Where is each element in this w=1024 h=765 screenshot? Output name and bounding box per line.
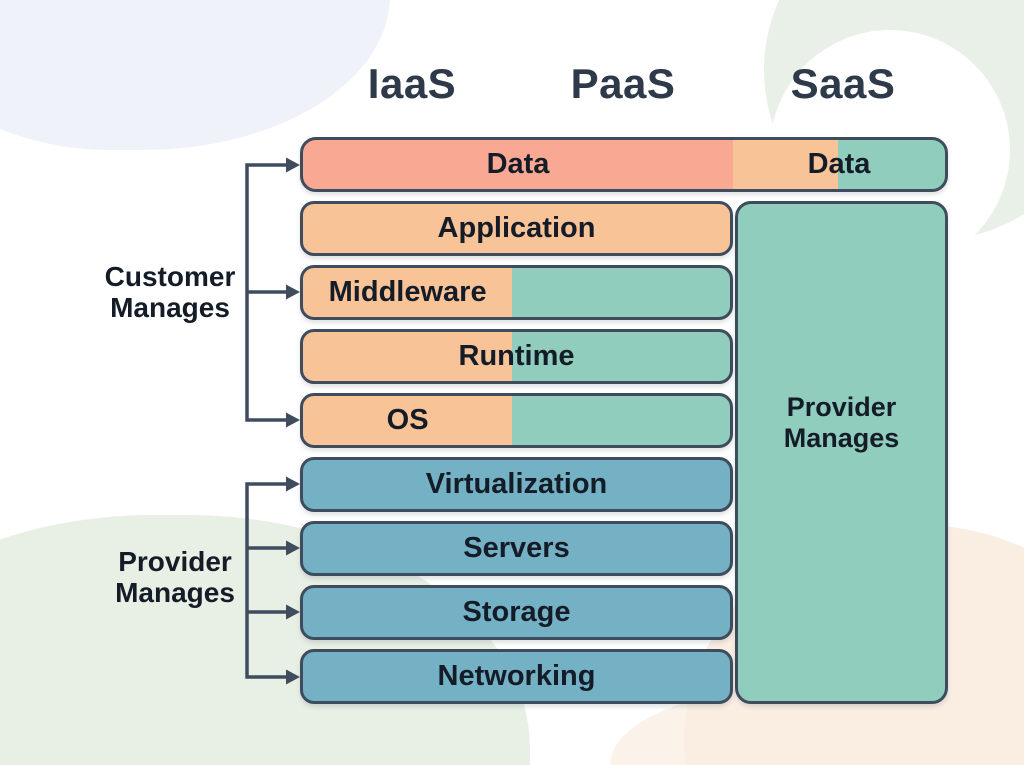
customer-manages-line1: Customer xyxy=(104,261,236,292)
layer-row-virtualization-label: Virtualization xyxy=(425,468,608,500)
layer-row-servers: Servers xyxy=(300,521,733,576)
layer-row-storage-label: Storage xyxy=(462,596,571,628)
layer-row-servers-label: Servers xyxy=(463,532,570,564)
customer-manages-line2: Manages xyxy=(110,292,230,323)
layer-row-middleware-label: Middleware xyxy=(328,276,487,308)
layer-row-networking: Networking xyxy=(300,649,733,704)
column-header-paas: PaaS xyxy=(570,60,676,107)
column-header-iaas: IaaS xyxy=(367,60,457,107)
data-label-right: Data xyxy=(807,148,871,180)
provider-block-line2: Manages xyxy=(783,423,900,453)
provider-manages-label: Provider Manages xyxy=(115,546,235,608)
layer-row-os-label: OS xyxy=(386,404,429,436)
arrow-head-os xyxy=(286,412,300,428)
arrow-head-virtualization xyxy=(286,476,300,492)
layer-row-virtualization: Virtualization xyxy=(300,457,733,512)
customer-manages-bracket xyxy=(245,157,300,428)
layer-row-middleware: Middleware xyxy=(300,265,733,320)
layer-row-networking-label: Networking xyxy=(437,660,596,692)
layer-row-application-label: Application xyxy=(437,212,596,244)
column-header-saas: SaaS xyxy=(790,60,896,107)
arrow-head-data xyxy=(286,157,300,173)
provider-manages-line2: Manages xyxy=(115,577,235,608)
layer-row-storage: Storage xyxy=(300,585,733,640)
background-blob-top-left xyxy=(0,0,390,150)
provider-manages-line1: Provider xyxy=(118,546,232,577)
layer-row-os: OS xyxy=(300,393,733,448)
provider-manages-block-label: Provider Manages xyxy=(738,392,945,454)
data-label-left: Data xyxy=(486,148,550,180)
customer-manages-label: Customer Manages xyxy=(105,261,236,323)
layer-bar-data: Data Data xyxy=(300,137,948,192)
provider-block-line1: Provider xyxy=(786,392,897,422)
saas-provider-manages-block: Provider Manages xyxy=(735,201,948,704)
layer-row-runtime: Runtime xyxy=(300,329,733,384)
layer-row-runtime-label: Runtime xyxy=(458,340,575,372)
arrow-head-middleware xyxy=(286,284,300,300)
layer-row-application: Application xyxy=(300,201,733,256)
